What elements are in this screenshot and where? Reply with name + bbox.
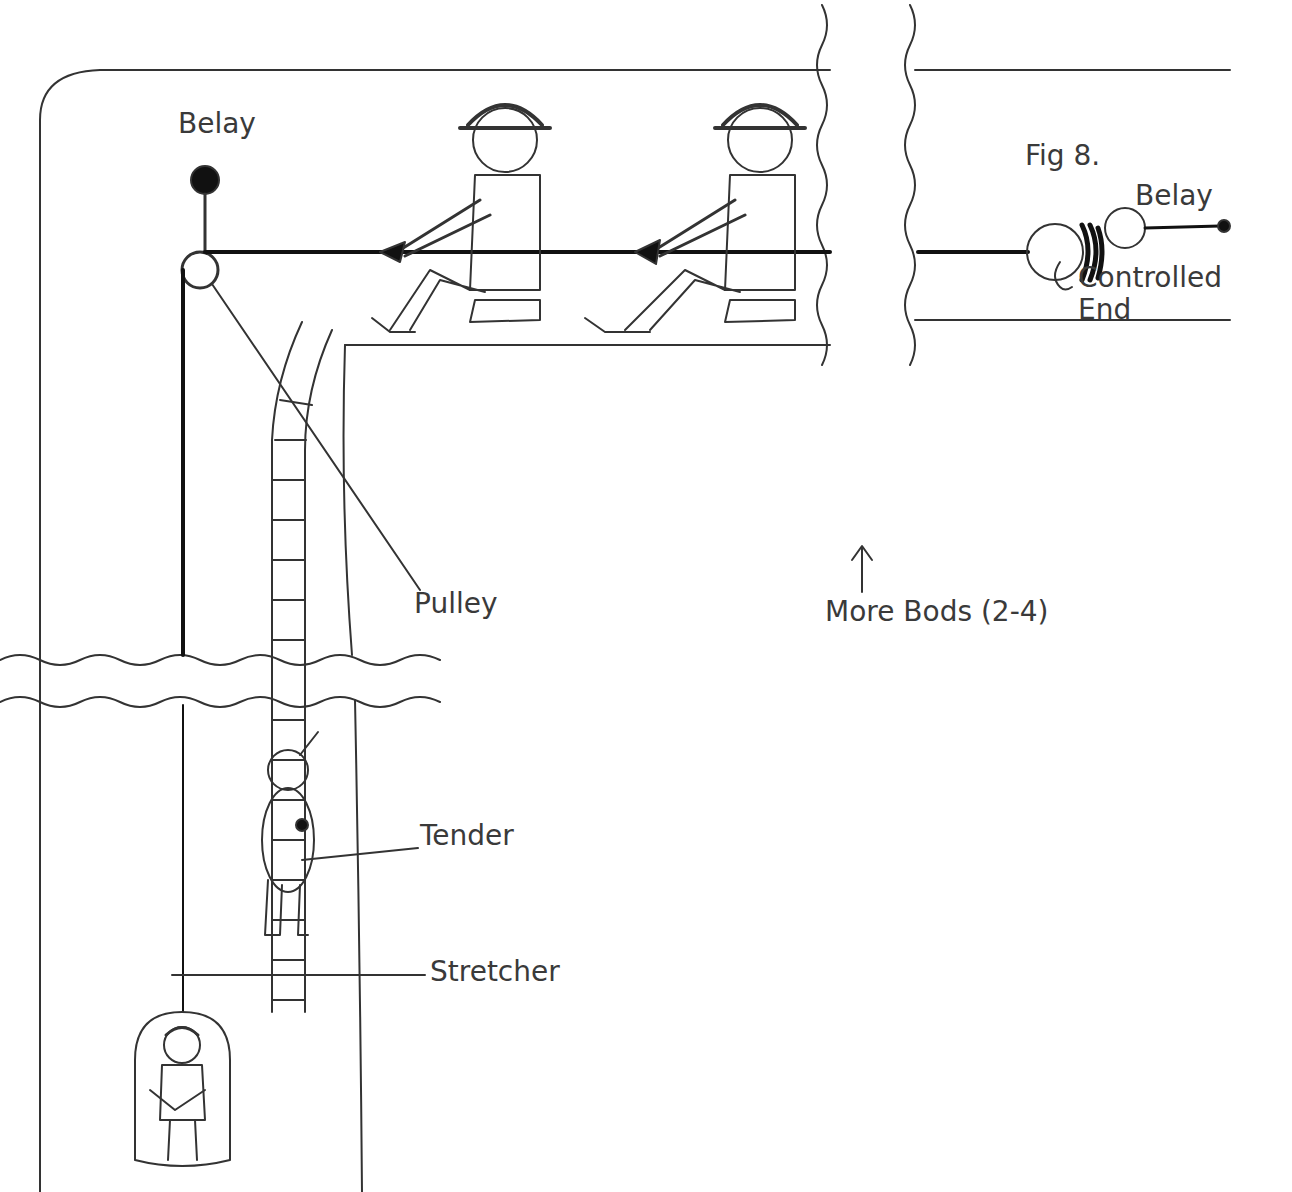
rope: [182, 705, 184, 1012]
rope: [205, 250, 830, 254]
leader-line: [172, 974, 425, 976]
hauler-figure: [372, 105, 550, 332]
shaft-wall: [355, 700, 362, 1192]
fig8-descender: [1105, 208, 1145, 248]
cave-wall: [40, 70, 830, 1192]
break-line: [0, 697, 440, 707]
ladder-rail: [305, 330, 332, 1012]
rope: [918, 250, 1028, 254]
inset-wall: [915, 69, 1230, 71]
belay-point: [191, 166, 219, 194]
rope: [181, 270, 185, 655]
break-line: [0, 655, 440, 665]
figure-label: Fig 8.: [1025, 140, 1165, 172]
belay-point: [1218, 220, 1230, 232]
belay-label: Belay: [1135, 180, 1275, 212]
leader-line: [1055, 262, 1072, 290]
stretcher-symbol: [135, 1012, 230, 1166]
part-label: Tender: [420, 820, 580, 852]
break-line: [905, 5, 915, 365]
ladder-rail: [272, 322, 302, 1012]
hauler-figure: [585, 105, 805, 332]
pulley-symbol: [182, 252, 218, 288]
part-label: Controlled End: [1078, 262, 1238, 326]
break-line: [817, 5, 827, 365]
leader-arrow: [852, 546, 872, 592]
part-label: Pulley: [414, 588, 574, 620]
ladder-rung: [272, 400, 312, 1000]
part-label: Stretcher: [430, 956, 630, 988]
passage-floor: [345, 344, 830, 346]
note-label: More Bods (2-4): [825, 596, 1125, 628]
belay-sling: [204, 194, 207, 252]
belay-sling: [1145, 226, 1220, 228]
leader-line: [302, 848, 418, 860]
inset-wall: [915, 319, 1230, 321]
tender-figure: [262, 732, 318, 935]
shaft-wall: [344, 345, 352, 655]
leader-line: [212, 284, 420, 590]
belay-label: Belay: [178, 108, 318, 140]
